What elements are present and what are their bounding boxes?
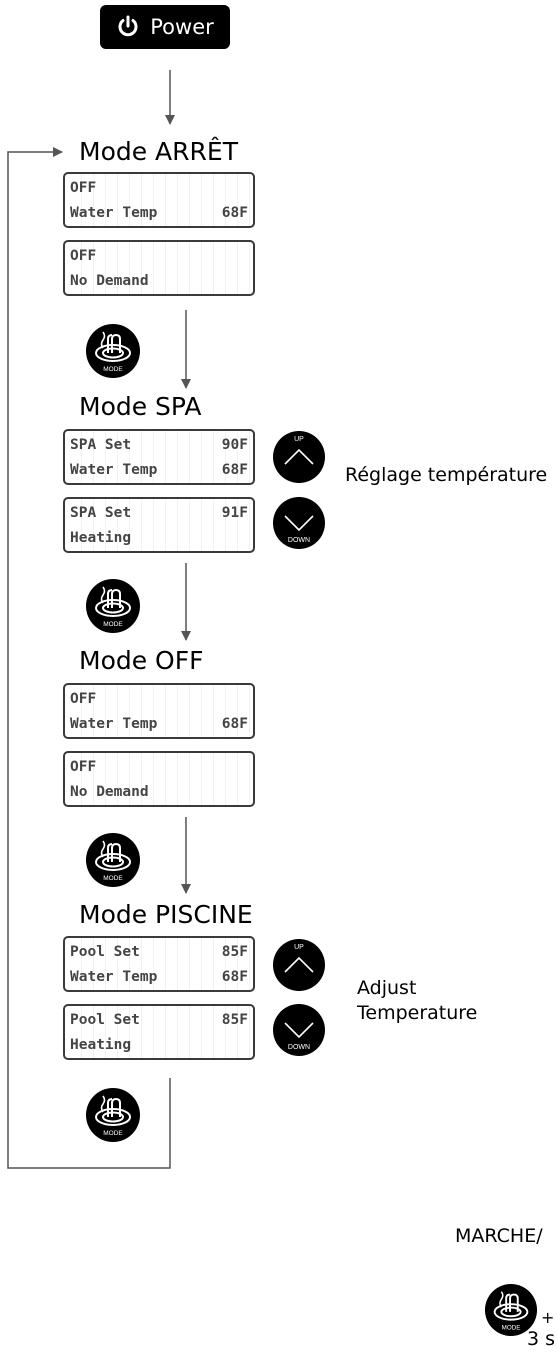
marche-label: MARCHE/ — [455, 1225, 543, 1247]
mode-button[interactable]: MODE — [85, 832, 141, 888]
lcd-text: Water Temp — [70, 205, 158, 221]
lcd-text: Water Temp — [70, 969, 158, 985]
lcd-text: No Demand — [70, 784, 149, 800]
mode-button[interactable]: MODE — [85, 1087, 141, 1143]
lcd-value: 90F — [221, 437, 248, 453]
down-button-label: DOWN — [287, 1044, 311, 1051]
lcd-arret-2: OFF No Demand — [63, 240, 255, 296]
down-button[interactable]: DOWN — [273, 497, 325, 549]
mode-button-label: MODE — [103, 875, 123, 882]
lcd-text: OFF — [70, 180, 97, 196]
mode-button-label: MODE — [502, 1324, 521, 1331]
mode-arret-title: Mode ARRÊT — [79, 137, 238, 166]
lcd-value: 91F — [221, 505, 248, 521]
lcd-spa-2: SPA Set 91F Heating — [63, 497, 255, 553]
up-button[interactable]: UP — [273, 431, 325, 483]
lcd-text: SPA Set — [70, 437, 132, 453]
lcd-value: 68F — [221, 969, 248, 985]
lcd-text: Water Temp — [70, 716, 158, 732]
lcd-value: 68F — [221, 462, 248, 478]
mode-button-label: MODE — [103, 366, 123, 373]
lcd-off-1: OFF Water Temp 68F — [63, 683, 255, 739]
duration-label: 3 s — [527, 1328, 556, 1350]
power-label: Power — [150, 15, 214, 39]
plus-sign: + — [541, 1308, 555, 1327]
mode-button-label: MODE — [103, 1130, 123, 1137]
down-button[interactable]: DOWN — [273, 1004, 325, 1056]
mode-spa-title: Mode SPA — [79, 392, 202, 421]
lcd-value: 85F — [221, 1012, 248, 1028]
lcd-value: 68F — [221, 205, 248, 221]
up-button-label: UP — [294, 944, 304, 951]
power-icon — [118, 15, 138, 37]
spa-adjust-label: Réglage température — [345, 464, 548, 486]
lcd-piscine-1: Pool Set 85F Water Temp 68F — [63, 936, 255, 992]
lcd-text: Heating — [70, 1037, 132, 1053]
piscine-adjust-label-2: Temperature — [357, 1002, 478, 1024]
loop-back-line — [7, 147, 171, 1169]
power-button[interactable]: Power — [100, 5, 230, 49]
up-button[interactable]: UP — [273, 939, 325, 991]
lcd-text: Water Temp — [70, 462, 158, 478]
lcd-arret-1: OFF Water Temp 68F — [63, 172, 255, 228]
mode-button-label: MODE — [103, 621, 123, 628]
piscine-adjust-label-1: Adjust — [357, 977, 417, 999]
chevron-up-icon — [284, 956, 314, 973]
lcd-text: OFF — [70, 248, 97, 264]
lcd-text: Pool Set — [70, 944, 140, 960]
chevron-down-icon — [284, 515, 314, 532]
mode-button[interactable]: MODE — [484, 1283, 538, 1337]
lcd-text: No Demand — [70, 273, 149, 289]
mode-piscine-title: Mode PISCINE — [79, 900, 253, 929]
lcd-value: 68F — [221, 716, 248, 732]
lcd-value: 85F — [221, 944, 248, 960]
chevron-down-icon — [284, 1022, 314, 1039]
lcd-text: OFF — [70, 759, 97, 775]
lcd-spa-1: SPA Set 90F Water Temp 68F — [63, 429, 255, 485]
mode-button[interactable]: MODE — [85, 323, 141, 379]
mode-button[interactable]: MODE — [85, 578, 141, 634]
lcd-text: Pool Set — [70, 1012, 140, 1028]
lcd-text: OFF — [70, 691, 97, 707]
lcd-text: SPA Set — [70, 505, 132, 521]
lcd-text: Heating — [70, 530, 132, 546]
down-button-label: DOWN — [287, 537, 311, 544]
mode-off-title: Mode OFF — [79, 646, 204, 675]
lcd-piscine-2: Pool Set 85F Heating — [63, 1004, 255, 1060]
chevron-up-icon — [284, 448, 314, 465]
up-button-label: UP — [294, 436, 304, 443]
lcd-off-2: OFF No Demand — [63, 751, 255, 807]
